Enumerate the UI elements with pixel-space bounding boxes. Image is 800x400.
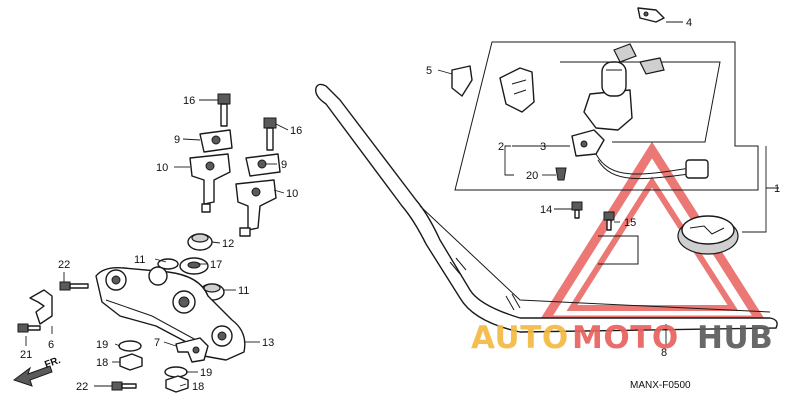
callout-7: 7 [154, 337, 160, 349]
nut-18-right [165, 375, 189, 393]
riser-10-right [235, 179, 277, 237]
callout-1: 1 [774, 183, 780, 195]
callout-8: 8 [661, 347, 667, 359]
nut-18-left [119, 353, 143, 371]
bracket-7 [175, 337, 209, 363]
callout-22-top: 22 [58, 259, 70, 271]
bolt-22-bottom [111, 381, 137, 391]
top-bridge-13 [95, 266, 246, 361]
callout-18-right: 18 [192, 381, 204, 393]
bolt-16-right [263, 117, 277, 151]
callout-16-right: 16 [290, 125, 302, 137]
callout-13: 13 [262, 337, 274, 349]
callout-11-right: 11 [238, 285, 249, 297]
callout-17: 17 [210, 259, 222, 271]
holder-9-left [199, 129, 233, 153]
cable-guide-6 [29, 289, 53, 325]
handlebar [315, 83, 778, 333]
holder-9-right [245, 153, 281, 177]
callout-19-right: 19 [200, 367, 212, 379]
watermark-logo: AUTO MOTO HUB [471, 320, 773, 356]
callout-15: 15 [624, 217, 636, 229]
part-4-clip [637, 7, 665, 23]
watermark-hub: HUB [697, 320, 773, 356]
watermark-moto: MOTO [572, 320, 679, 356]
callout-4: 4 [686, 17, 692, 29]
bolt-22-top [59, 281, 89, 291]
callout-10-right: 10 [286, 188, 298, 200]
callout-21: 21 [20, 349, 32, 361]
diagram-code: MANX-F0500 [630, 380, 691, 391]
callout-12: 12 [222, 238, 234, 250]
callout-10-left: 10 [156, 162, 168, 174]
bushing-12 [187, 233, 213, 251]
riser-10-left [189, 153, 231, 213]
washer-17 [179, 257, 209, 275]
watermark-auto: AUTO [471, 320, 569, 356]
callout-numbers: 1 2 3 4 5 6 7 8 9 9 10 10 11 11 12 13 14… [20, 17, 780, 393]
callout-2: 2 [498, 141, 504, 153]
callout-11-top: 11 [134, 254, 145, 266]
bolt-16-left [217, 93, 231, 127]
callout-18-left: 18 [96, 357, 108, 369]
bolt-14 [571, 201, 583, 219]
callout-22-bottom: 22 [76, 381, 88, 393]
callout-9-left: 9 [174, 134, 180, 146]
callout-19-left: 19 [96, 339, 108, 351]
bolt-15 [603, 211, 615, 231]
callout-3: 3 [540, 141, 546, 153]
callout-6: 6 [48, 339, 54, 351]
bolt-21 [17, 323, 41, 333]
callout-5: 5 [426, 65, 432, 77]
washer-19-left [118, 340, 142, 352]
front-label: FR. [43, 355, 62, 371]
callout-16-left: 16 [183, 95, 195, 107]
ignition-cover-disc [677, 215, 739, 255]
leader-lines [25, 21, 779, 387]
front-arrow-icon: FR. [12, 355, 62, 387]
callout-9-right: 9 [281, 159, 287, 171]
washer-19-right [164, 366, 188, 378]
callout-14: 14 [540, 204, 552, 216]
ignition-switch-assembly [454, 41, 759, 191]
part-5-key-cap [451, 65, 473, 97]
callout-20: 20 [526, 170, 538, 182]
